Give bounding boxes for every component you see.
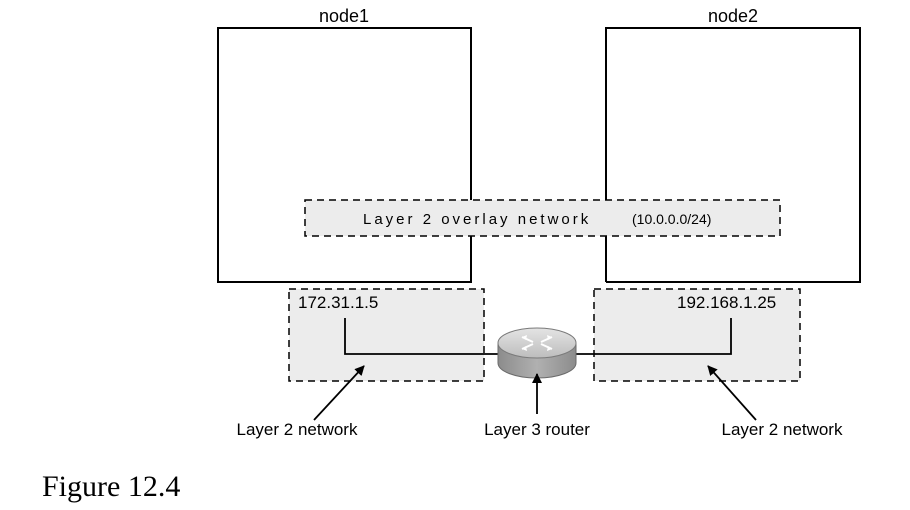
right-network-callout-arrow xyxy=(707,365,757,421)
router-label: Layer 3 router xyxy=(484,420,590,439)
left-network-callout-arrow xyxy=(313,365,365,421)
figure-caption: Figure 12.4 xyxy=(42,470,181,503)
node1-box xyxy=(217,27,472,283)
overlay-network-zone xyxy=(304,199,781,237)
node1-label: node1 xyxy=(319,6,369,26)
left-network-label: Layer 2 network xyxy=(237,420,358,439)
left-link xyxy=(344,318,500,355)
right-layer2-zone xyxy=(593,288,801,382)
right-ip-address: 192.168.1.25 xyxy=(677,293,776,312)
router-icon xyxy=(497,327,577,379)
overlay-network-label: Layer 2 overlay network xyxy=(363,211,591,228)
left-ip-address: 172.31.1.5 xyxy=(298,293,378,312)
right-network-label: Layer 2 network xyxy=(722,420,843,439)
overlay-subnet-label: (10.0.0.0/24) xyxy=(632,211,711,227)
left-layer2-zone xyxy=(288,288,485,382)
node2-label: node2 xyxy=(708,6,758,26)
node2-box xyxy=(605,27,861,283)
right-link xyxy=(576,318,732,355)
